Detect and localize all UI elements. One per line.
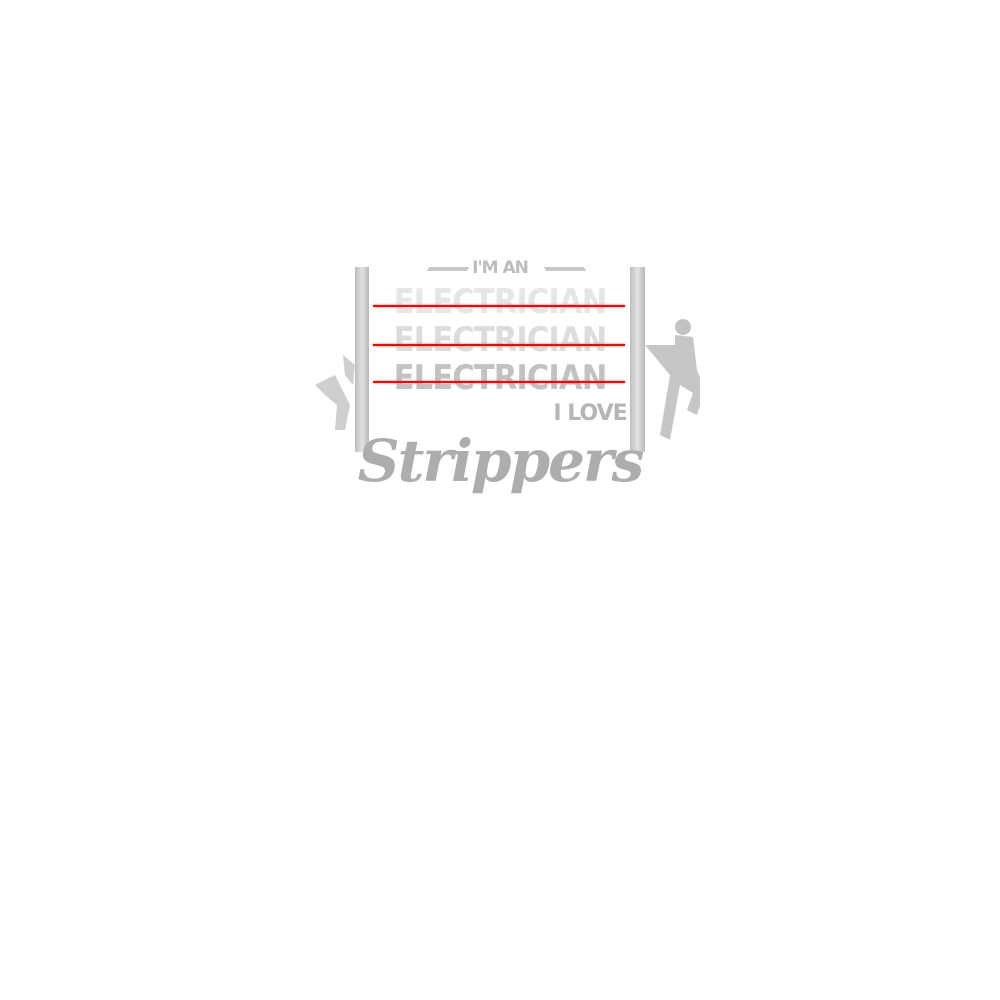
right-lineman-silhouette-icon: [645, 319, 700, 440]
left-utility-pole: [355, 267, 369, 452]
i-love-text: I LOVE: [553, 401, 627, 426]
strike-line-1: [373, 305, 625, 307]
strike-line-3: [373, 381, 625, 383]
right-utility-pole: [630, 267, 645, 452]
crossed-word-2: ELECTRICIAN: [393, 320, 608, 360]
intro-text: I'M AN: [472, 258, 529, 278]
crossed-word-3: ELECTRICIAN: [393, 358, 608, 398]
left-lineman-silhouette-icon: [315, 355, 355, 430]
shirt-design: I'M AN ELECTRICIAN ELECTRICIAN ELECTRICI…: [300, 255, 700, 495]
strike-line-2: [373, 344, 625, 346]
strippers-script-text: Strippers: [357, 427, 645, 495]
crossed-word-1: ELECTRICIAN: [393, 282, 608, 322]
